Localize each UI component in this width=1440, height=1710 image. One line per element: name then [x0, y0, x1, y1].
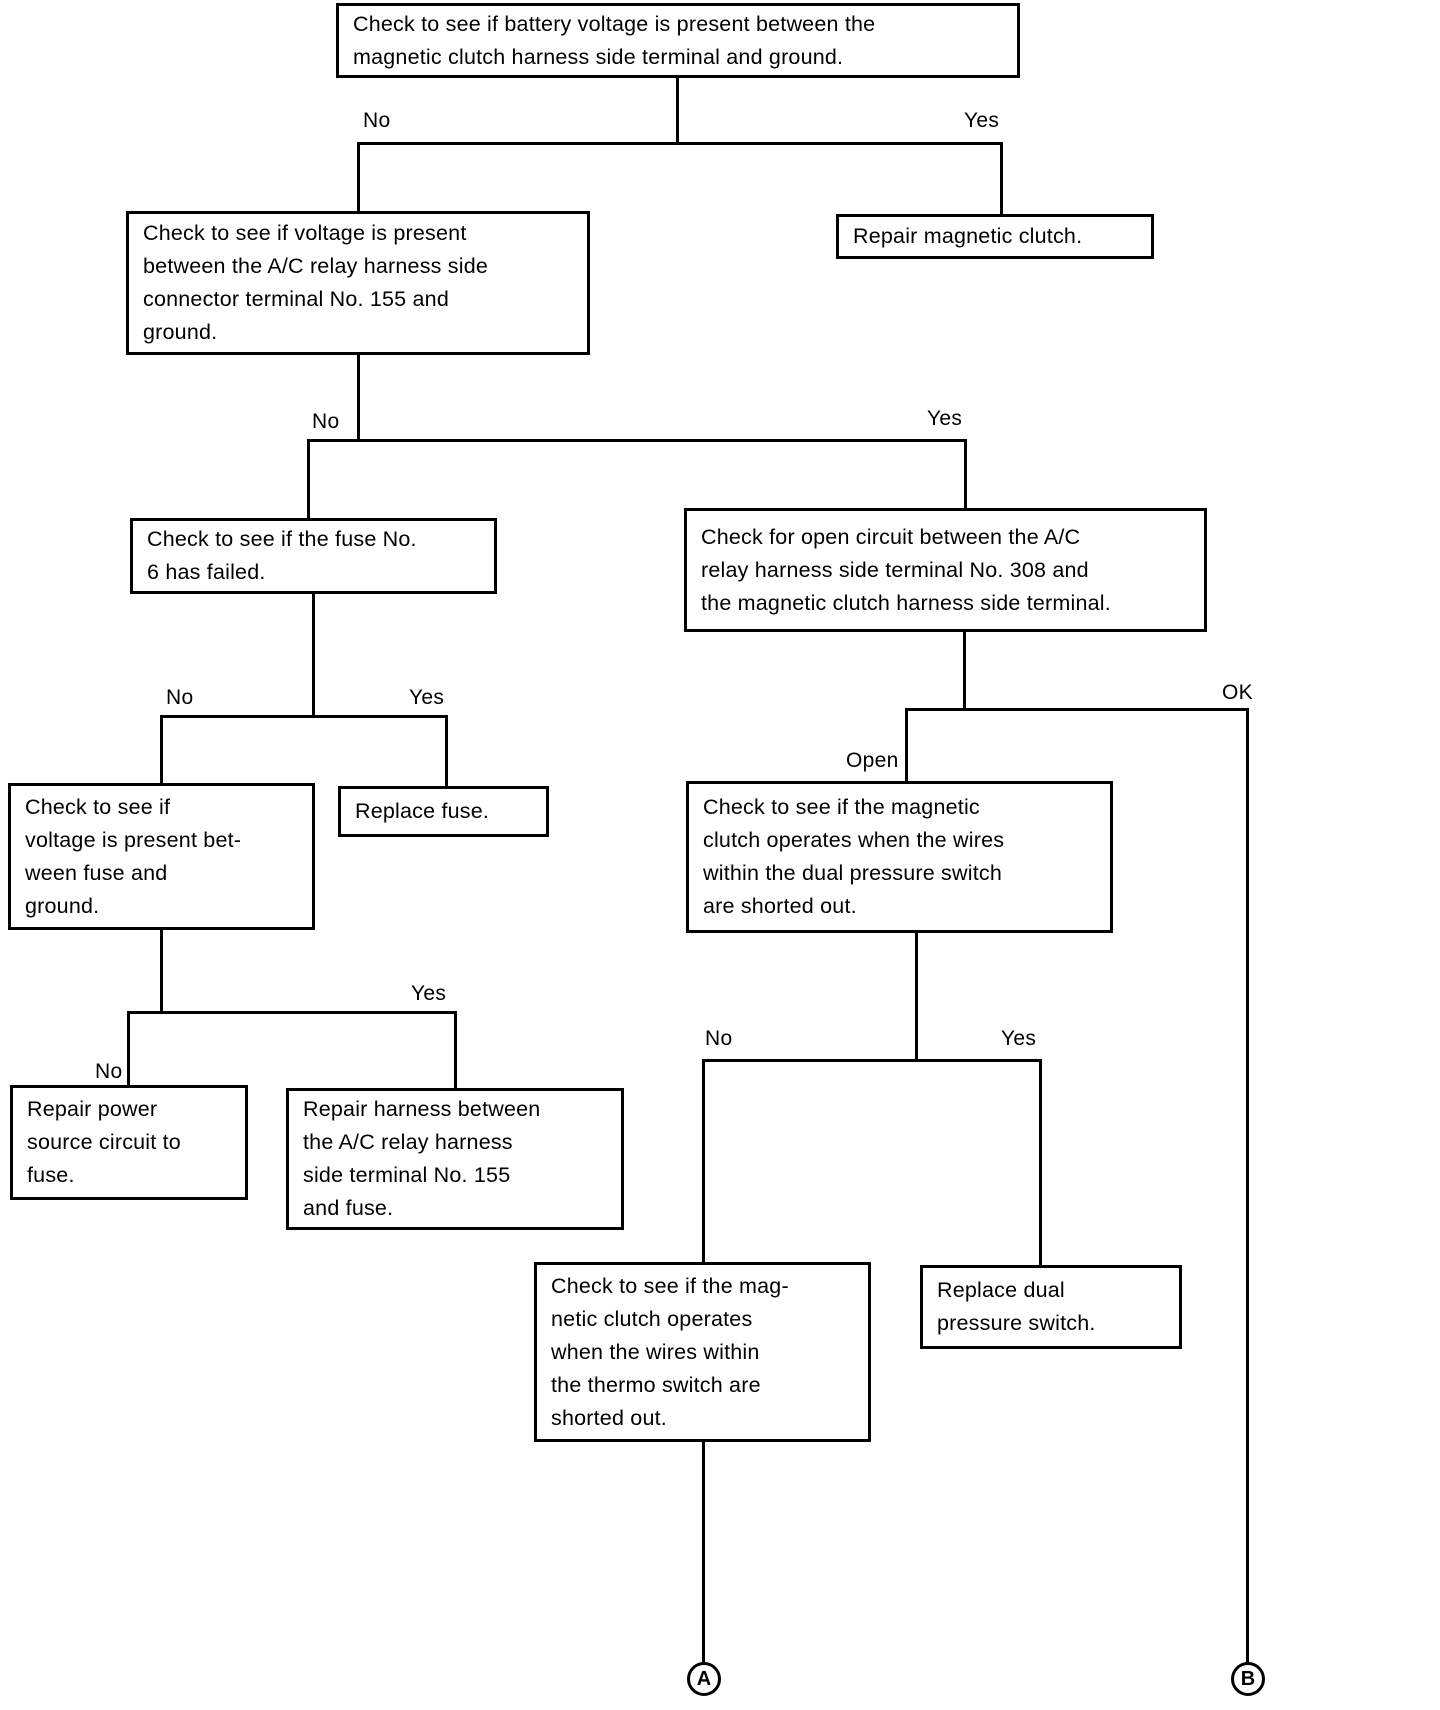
- node-text: Check for open circuit between the A/C r…: [701, 524, 1111, 615]
- branch-label-yes-2: Yes: [924, 407, 966, 431]
- edge-n3-split: [307, 439, 967, 442]
- edge-n3-yes-drop: [964, 439, 967, 510]
- node-check-dual-pressure-switch-shorted: Check to see if the magnetic clutch oper…: [686, 781, 1113, 933]
- node-text: Check to see if the mag- netic clutch op…: [551, 1273, 789, 1430]
- node-check-voltage-fuse-ground: Check to see if voltage is present bet- …: [8, 783, 315, 930]
- branch-label-no-2: No: [309, 410, 343, 434]
- edge-n5-split: [905, 708, 1249, 711]
- edge-n6-split: [127, 1011, 457, 1014]
- node-text: Replace fuse.: [355, 799, 490, 823]
- node-check-relay-terminal-155: Check to see if voltage is present betwe…: [126, 211, 590, 355]
- branch-label-no-3: No: [163, 686, 197, 710]
- edge-n11-stem-to-a: [702, 1440, 705, 1662]
- node-repair-harness-155-fuse: Repair harness between the A/C relay har…: [286, 1088, 624, 1230]
- node-text: Repair power source circuit to fuse.: [27, 1097, 181, 1187]
- node-text: Check to see if the fuse No. 6 has faile…: [147, 527, 417, 584]
- branch-label-no-1: No: [360, 109, 394, 133]
- edge-n3-stem: [357, 353, 360, 441]
- node-text: Check to see if battery voltage is prese…: [353, 11, 876, 69]
- node-text: Check to see if the magnetic clutch oper…: [703, 795, 1005, 918]
- edge-n1-stem: [676, 76, 679, 144]
- node-text: Check to see if voltage is present betwe…: [143, 221, 489, 344]
- node-text: Check to see if voltage is present bet- …: [25, 794, 242, 918]
- edge-n8-yes-drop: [1039, 1059, 1042, 1268]
- branch-label-yes-1: Yes: [961, 109, 1003, 133]
- edge-n8-split: [702, 1059, 1042, 1062]
- branch-label-yes-4: Yes: [408, 982, 450, 1006]
- node-text: Replace dual pressure switch.: [937, 1278, 1096, 1335]
- edge-n1-yes-drop: [1000, 142, 1003, 216]
- edge-n6-no-drop: [127, 1011, 130, 1088]
- edge-n8-stem: [915, 931, 918, 1061]
- page-connector-b: B: [1231, 1662, 1265, 1696]
- node-replace-dual-pressure-switch: Replace dual pressure switch.: [920, 1265, 1182, 1349]
- edge-n5-open-drop: [905, 708, 908, 783]
- edge-n3-no-drop: [307, 439, 310, 520]
- node-check-battery-voltage: Check to see if battery voltage is prese…: [336, 3, 1020, 78]
- node-repair-magnetic-clutch: Repair magnetic clutch.: [836, 214, 1154, 259]
- edge-n6-stem: [160, 928, 163, 1013]
- branch-label-ok: OK: [1219, 681, 1256, 705]
- edge-n5-ok-drop: [1246, 708, 1249, 1663]
- edge-n8-no-drop: [702, 1059, 705, 1265]
- page-connector-a: A: [687, 1662, 721, 1696]
- node-replace-fuse: Replace fuse.: [338, 786, 549, 837]
- edge-n1-no-drop: [357, 142, 360, 213]
- branch-label-no-4: No: [92, 1060, 126, 1084]
- edge-n4-split: [160, 715, 448, 718]
- branch-label-yes-3: Yes: [406, 686, 448, 710]
- edge-n5-stem: [963, 630, 966, 710]
- node-repair-power-source-circuit: Repair power source circuit to fuse.: [10, 1085, 248, 1200]
- branch-label-open: Open: [843, 749, 902, 773]
- node-text: Repair magnetic clutch.: [853, 224, 1083, 248]
- node-check-fuse-6: Check to see if the fuse No. 6 has faile…: [130, 518, 497, 594]
- branch-label-yes-5: Yes: [998, 1027, 1040, 1051]
- node-check-thermo-switch-shorted: Check to see if the mag- netic clutch op…: [534, 1262, 871, 1442]
- node-check-open-circuit-308: Check for open circuit between the A/C r…: [684, 508, 1207, 632]
- edge-n4-stem: [312, 592, 315, 717]
- branch-label-no-5: No: [702, 1027, 736, 1051]
- edge-n1-split: [357, 142, 1003, 145]
- edge-n6-yes-drop: [454, 1011, 457, 1091]
- edge-n4-no-drop: [160, 715, 163, 785]
- edge-n4-yes-drop: [445, 715, 448, 788]
- node-text: Repair harness between the A/C relay har…: [303, 1097, 541, 1220]
